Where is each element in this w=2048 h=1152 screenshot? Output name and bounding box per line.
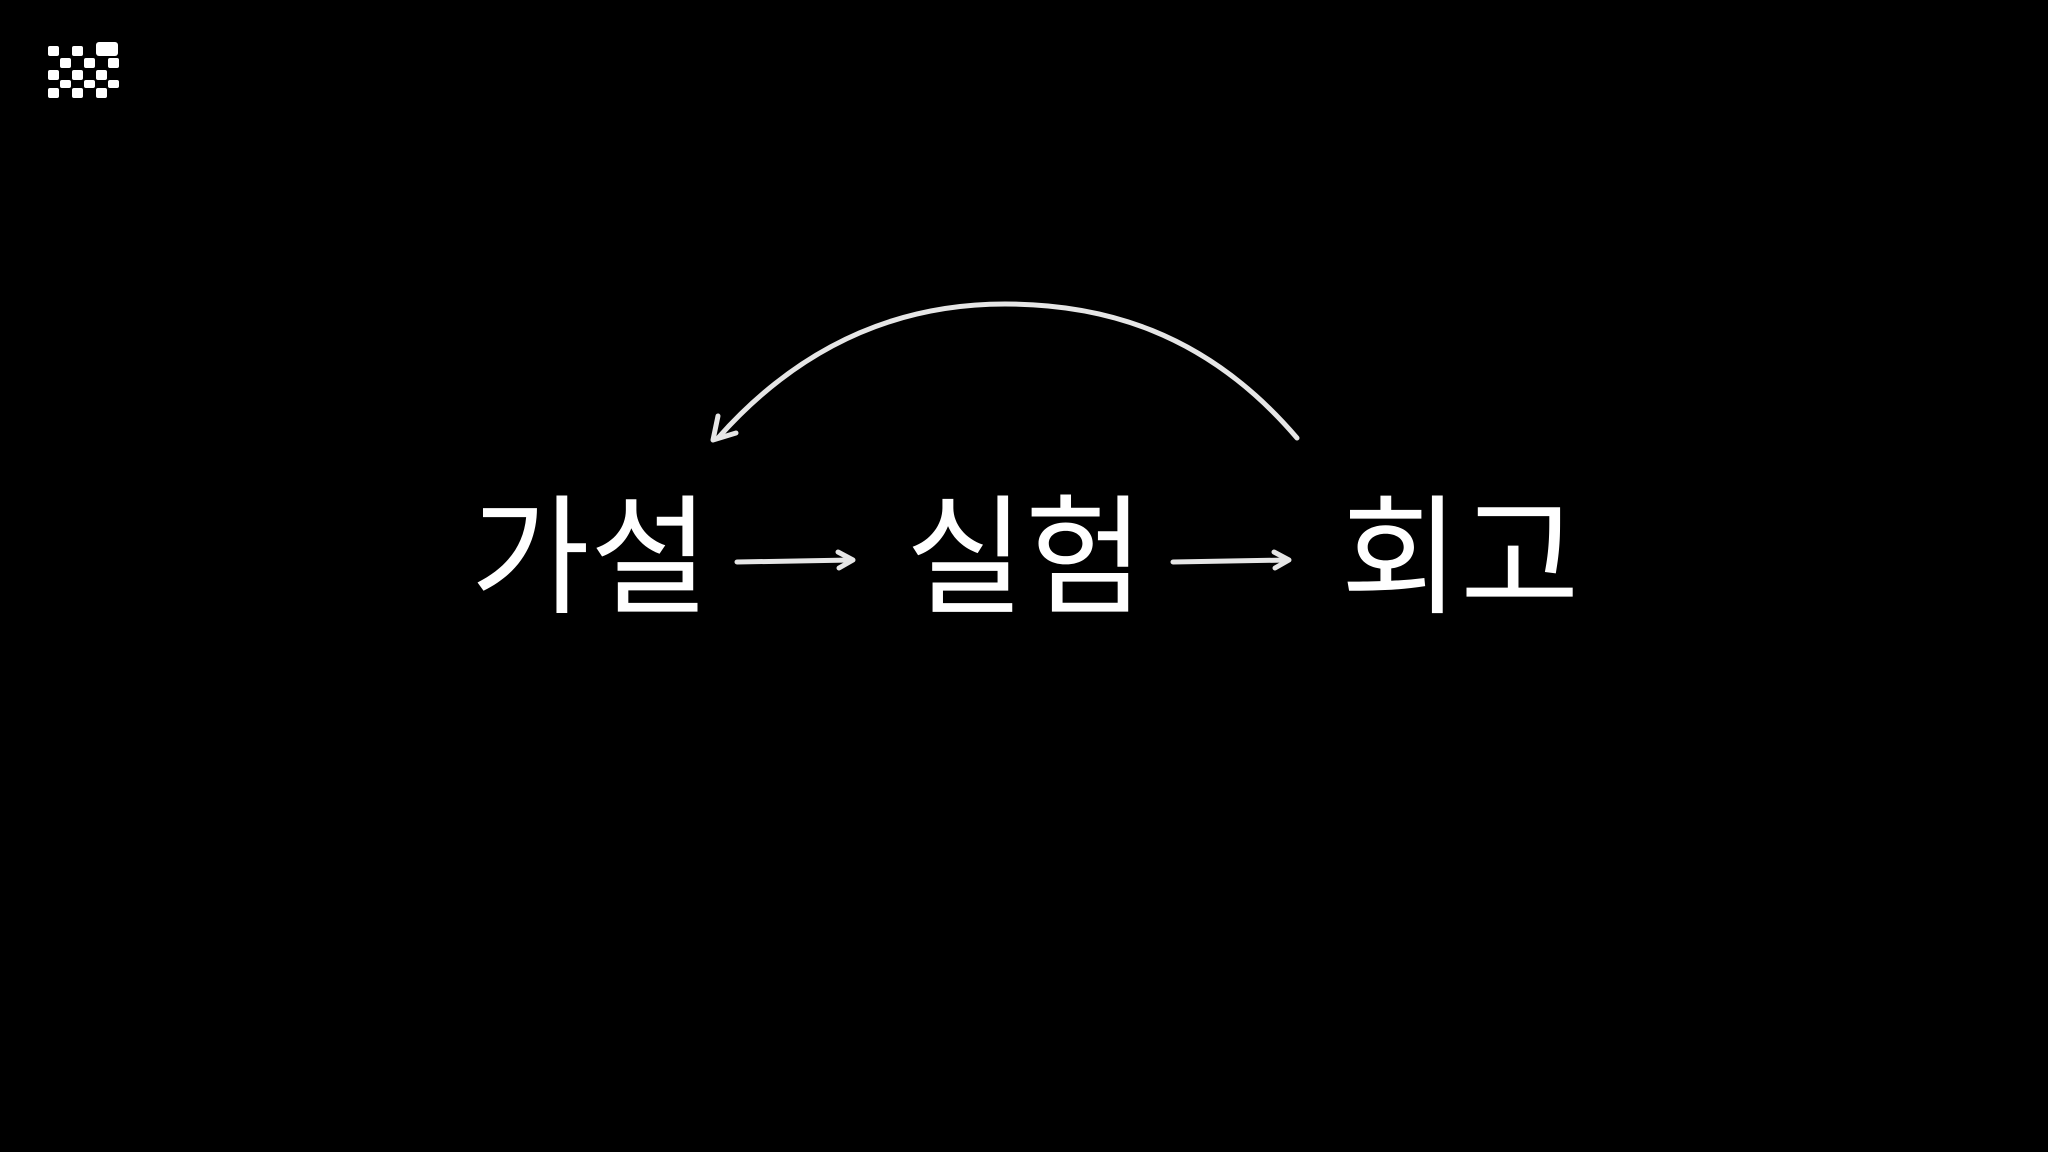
arrow-retro-to-hypothesis bbox=[710, 301, 1300, 443]
checkerboard-logo-icon bbox=[48, 42, 119, 98]
arrow-hypothesis-to-experiment bbox=[734, 549, 856, 571]
step-label-experiment: 실험 bbox=[905, 482, 1145, 634]
step-label-retrospective: 회고 bbox=[1340, 482, 1580, 634]
arrow-experiment-to-retro bbox=[1170, 549, 1292, 571]
step-label-hypothesis: 가설 bbox=[470, 482, 710, 634]
